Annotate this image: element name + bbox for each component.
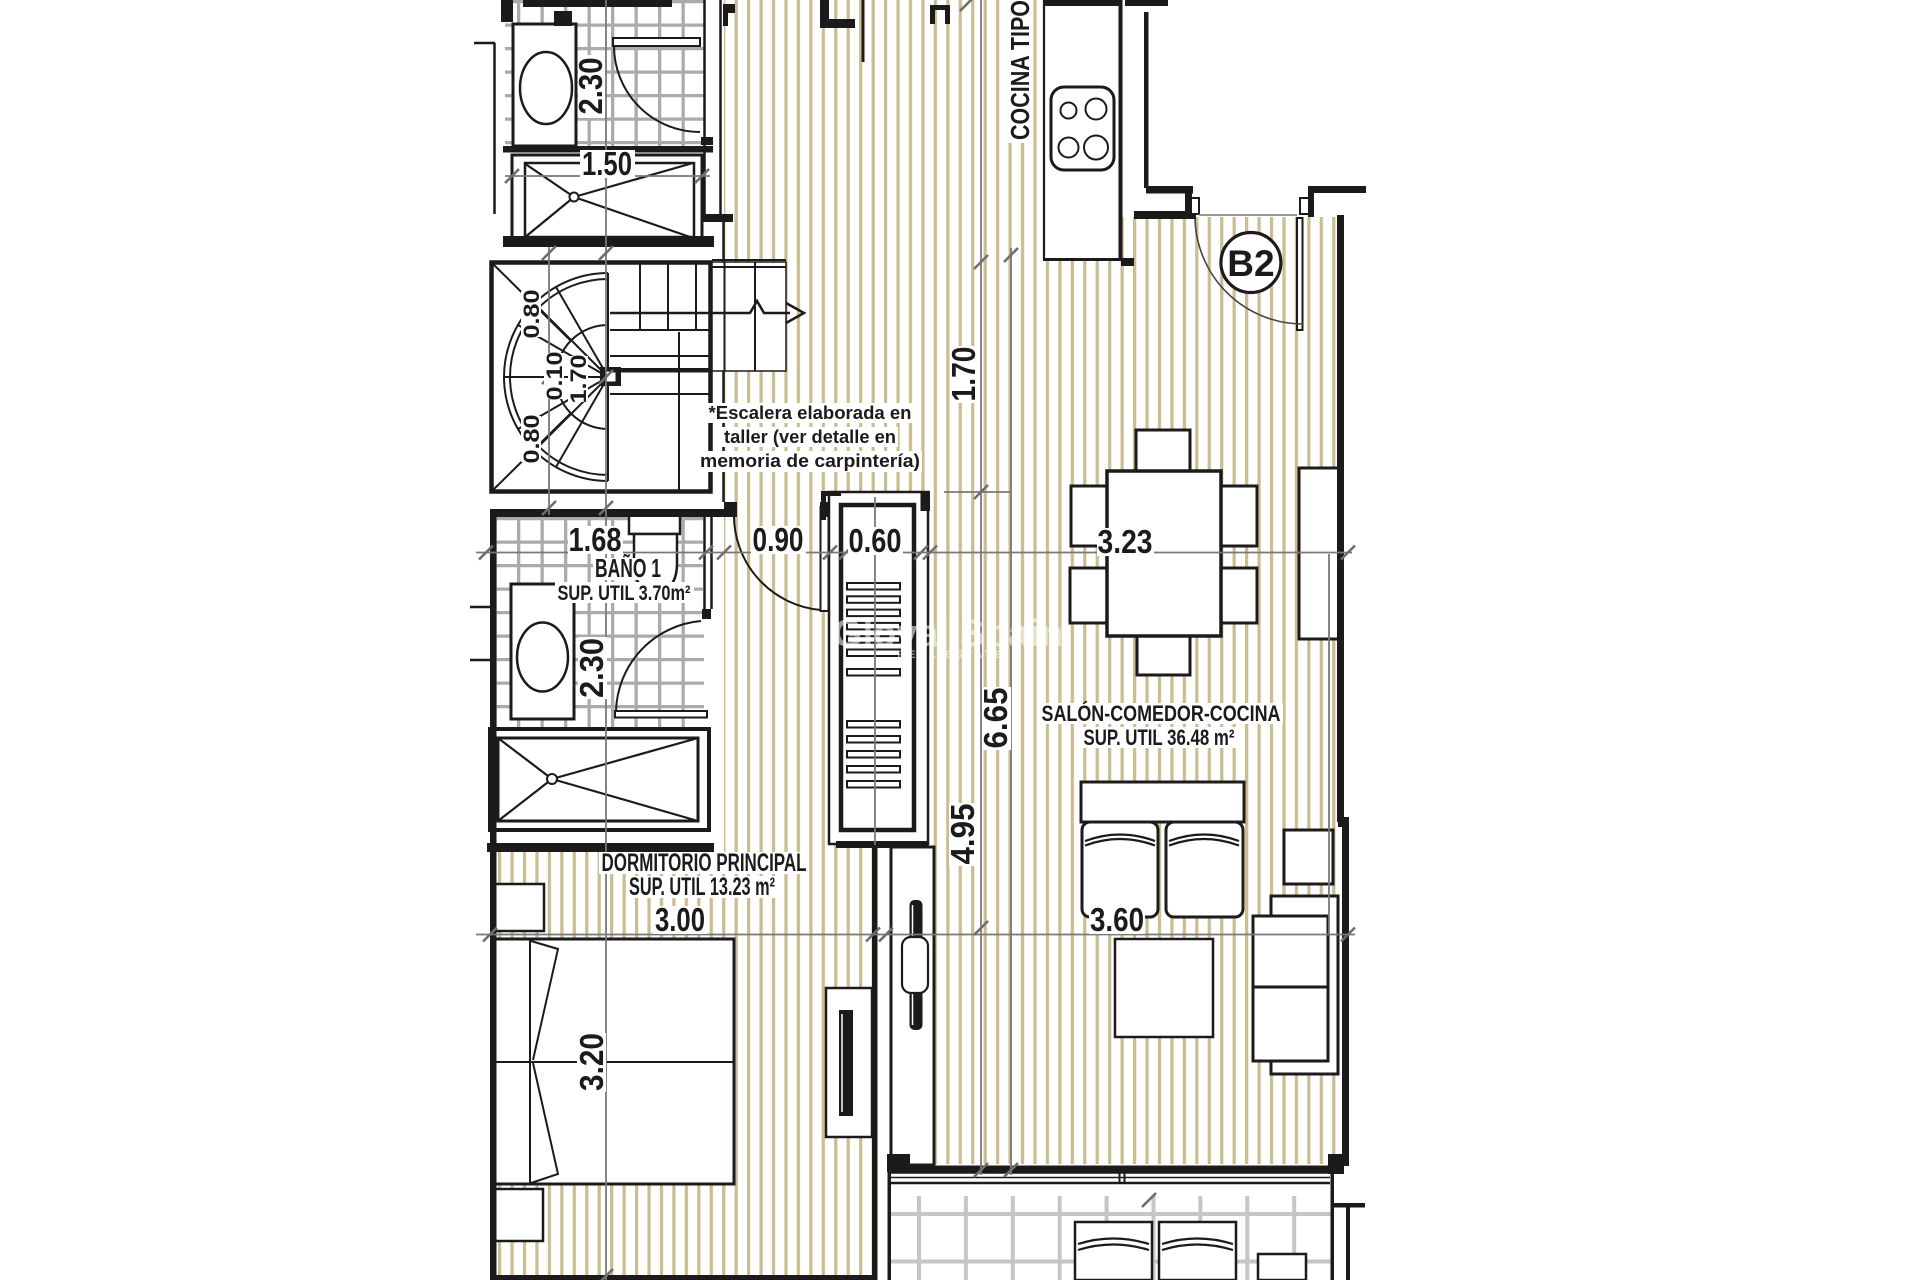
svg-text:2.30: 2.30 (572, 58, 609, 115)
svg-text:BAÑO 1: BAÑO 1 (595, 553, 661, 583)
svg-text:3.20: 3.20 (573, 1033, 610, 1091)
svg-text:DORMITORIO PRINCIPAL: DORMITORIO PRINCIPAL (602, 849, 807, 877)
svg-text:SUP. UTIL 36.48 m²: SUP. UTIL 36.48 m² (1084, 725, 1235, 750)
svg-text:Gloval Spain: Gloval Spain (833, 613, 1063, 655)
svg-text:0.90: 0.90 (753, 521, 804, 558)
svg-text:3.60: 3.60 (1090, 901, 1144, 938)
svg-text:0.10: 0.10 (542, 352, 567, 401)
svg-text:1.50: 1.50 (582, 145, 632, 182)
svg-text:REAL ESTATE: REAL ESTATE (897, 649, 1005, 661)
svg-text:1.70: 1.70 (566, 355, 591, 404)
svg-text:COCINA TIPO: COCINA TIPO (1005, 0, 1035, 140)
svg-text:*Escalera elaborada en: *Escalera elaborada en (709, 403, 912, 423)
svg-text:SUP. UTIL 3.70m²: SUP. UTIL 3.70m² (558, 582, 691, 605)
svg-text:3.23: 3.23 (1098, 523, 1153, 560)
svg-text:1.70: 1.70 (945, 347, 982, 402)
svg-text:0.80: 0.80 (519, 290, 544, 339)
svg-text:B2: B2 (1227, 243, 1274, 284)
svg-text:SUP. UTIL 13.23 m²: SUP. UTIL 13.23 m² (629, 873, 775, 901)
svg-text:2.30: 2.30 (573, 638, 610, 698)
svg-text:0.60: 0.60 (849, 522, 902, 559)
svg-text:taller (ver detalle en: taller (ver detalle en (724, 427, 896, 447)
svg-text:memoria de carpintería): memoria de carpintería) (700, 451, 920, 471)
svg-text:1.68: 1.68 (569, 521, 622, 558)
svg-text:4.95: 4.95 (944, 804, 981, 865)
svg-text:SALÓN-COMEDOR-COCINA: SALÓN-COMEDOR-COCINA (1042, 701, 1281, 726)
svg-text:3.00: 3.00 (655, 901, 705, 938)
svg-text:6.65: 6.65 (977, 688, 1014, 749)
svg-text:0.80: 0.80 (519, 415, 544, 464)
